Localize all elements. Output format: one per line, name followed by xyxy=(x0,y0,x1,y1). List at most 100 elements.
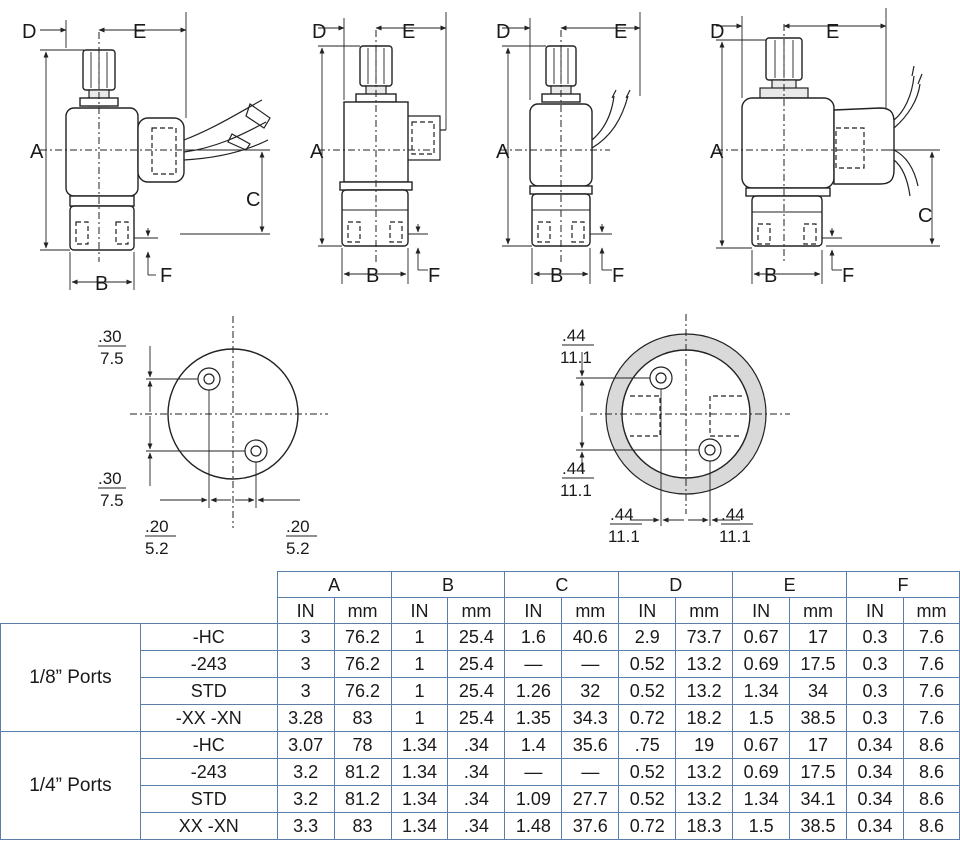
value-cell: 0.3 xyxy=(846,650,904,678)
port-group-label: 1/4” Ports xyxy=(0,731,141,840)
value-cell: 25.4 xyxy=(447,677,506,705)
label-f: F xyxy=(160,265,172,287)
value-cell: 0.72 xyxy=(618,812,677,840)
value-cell: 2.9 xyxy=(618,623,677,651)
value-cell: 1.34 xyxy=(732,677,791,705)
value-cell: .34 xyxy=(447,731,506,759)
model-cell: STD xyxy=(139,677,278,705)
value-cell: 1.26 xyxy=(504,677,563,705)
dim-top-mm: 11.1 xyxy=(560,348,592,367)
value-cell: 76.2 xyxy=(333,677,392,705)
label-b: B xyxy=(764,265,777,287)
label-e: E xyxy=(133,21,146,43)
value-cell: 8.6 xyxy=(902,785,960,813)
header-unit: mm xyxy=(333,597,392,624)
header-unit: IN xyxy=(732,597,791,624)
model-cell: STD xyxy=(139,785,278,813)
label-b: B xyxy=(366,265,379,287)
label-e: E xyxy=(826,21,839,43)
value-cell: 83 xyxy=(333,812,392,840)
value-cell: 73.7 xyxy=(675,623,734,651)
value-cell: 1.09 xyxy=(504,785,563,813)
value-cell: 3.07 xyxy=(276,731,335,759)
dim-bottom-in: .30 xyxy=(98,469,122,488)
value-cell: 3.2 xyxy=(276,785,335,813)
value-cell: 8.6 xyxy=(902,731,960,759)
header-unit: IN xyxy=(846,597,904,624)
label-a: A xyxy=(496,141,510,163)
value-cell: 34.1 xyxy=(789,785,848,813)
header-unit: mm xyxy=(447,597,506,624)
header-unit: mm xyxy=(561,597,620,624)
header-dim: B xyxy=(390,571,506,598)
value-cell: 18.2 xyxy=(675,704,734,732)
value-cell: 25.4 xyxy=(447,623,506,651)
port-view-eighth: .30 7.5 .30 7.5 .20 5.2 .20 5.2 xyxy=(98,316,328,558)
label-c: C xyxy=(246,189,260,211)
model-cell: XX -XN xyxy=(139,812,278,840)
value-cell: 0.3 xyxy=(846,623,904,651)
value-cell: 0.69 xyxy=(732,650,791,678)
value-cell: 0.34 xyxy=(846,785,904,813)
value-cell: — xyxy=(504,758,563,786)
value-cell: 34.3 xyxy=(561,704,620,732)
value-cell: 19 xyxy=(675,731,734,759)
dim-right-in: .20 xyxy=(286,517,310,536)
dim-bottom-mm: 7.5 xyxy=(100,491,124,510)
label-d: D xyxy=(312,21,326,43)
value-cell: 0.72 xyxy=(618,704,677,732)
value-cell: 1.34 xyxy=(390,758,449,786)
value-cell: 17.5 xyxy=(789,758,848,786)
label-f: F xyxy=(428,265,440,287)
value-cell: 37.6 xyxy=(561,812,620,840)
side-view-2: D E A B F xyxy=(310,12,447,287)
value-cell: 1.34 xyxy=(390,731,449,759)
value-cell: — xyxy=(561,758,620,786)
value-cell: 76.2 xyxy=(333,650,392,678)
header-dim: D xyxy=(618,571,734,598)
dim-top-in: .30 xyxy=(98,327,122,346)
dim-left-mm: 5.2 xyxy=(145,539,169,558)
value-cell: 76.2 xyxy=(333,623,392,651)
value-cell: 3 xyxy=(276,677,335,705)
label-b: B xyxy=(95,273,108,295)
value-cell: 0.52 xyxy=(618,758,677,786)
value-cell: 83 xyxy=(333,704,392,732)
label-a: A xyxy=(710,141,724,163)
value-cell: 0.52 xyxy=(618,785,677,813)
value-cell: 17 xyxy=(789,731,848,759)
value-cell: 7.6 xyxy=(902,704,960,732)
label-a: A xyxy=(30,141,44,163)
header-dim: A xyxy=(276,571,392,598)
dim-bottom-in: .44 xyxy=(562,459,586,478)
label-a: A xyxy=(310,141,324,163)
value-cell: 7.6 xyxy=(902,677,960,705)
value-cell: 8.6 xyxy=(902,758,960,786)
value-cell: 0.67 xyxy=(732,731,791,759)
dim-right-in: .44 xyxy=(721,505,745,524)
header-unit: IN xyxy=(618,597,677,624)
port-group-label: 1/8” Ports xyxy=(0,623,141,732)
value-cell: 1 xyxy=(390,704,449,732)
label-e: E xyxy=(614,21,627,43)
dim-right-mm: 5.2 xyxy=(286,539,310,558)
value-cell: 0.3 xyxy=(846,677,904,705)
header-unit: mm xyxy=(789,597,848,624)
label-d: D xyxy=(710,21,724,43)
value-cell: 0.34 xyxy=(846,731,904,759)
label-f: F xyxy=(612,265,624,287)
value-cell: 0.67 xyxy=(732,623,791,651)
value-cell: 18.3 xyxy=(675,812,734,840)
label-f: F xyxy=(842,265,854,287)
value-cell: 38.5 xyxy=(789,812,848,840)
value-cell: 3.3 xyxy=(276,812,335,840)
value-cell: 13.2 xyxy=(675,758,734,786)
value-cell: 1.35 xyxy=(504,704,563,732)
